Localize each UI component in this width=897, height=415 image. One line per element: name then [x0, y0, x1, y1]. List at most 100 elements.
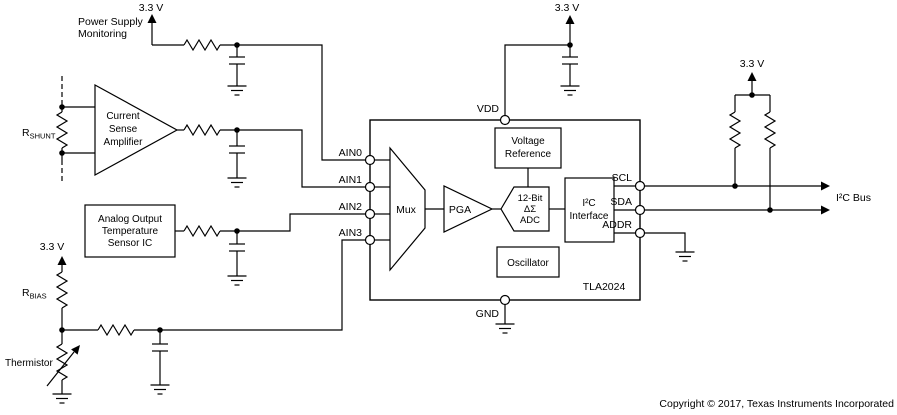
pin-label-ain1: AIN1: [339, 174, 363, 186]
supply-voltage-label: 3.3 V: [40, 241, 65, 253]
resistor-symbol: [763, 111, 777, 149]
supply-top-left: 3.3 V: [139, 2, 164, 45]
adc-label: ADC: [520, 215, 540, 226]
temp-sensor-label: Analog Output: [98, 214, 162, 225]
pin-label-ain2: AIN2: [339, 201, 363, 213]
resistor-symbol: [183, 123, 221, 137]
thermistor-arrowhead-icon: [71, 345, 80, 355]
junction-dot: [732, 183, 738, 189]
rbias-label: RBIAS: [22, 287, 47, 301]
pin-scl: [634, 180, 646, 192]
i2c-interface-box: [564, 177, 615, 243]
bus-arrow-icon: [821, 181, 830, 191]
oscillator-label: Oscillator: [507, 258, 549, 269]
pin-label-addr: ADDR: [602, 219, 632, 231]
addr-ground: [644, 232, 695, 262]
pin-ain2: [364, 208, 376, 220]
supply-bottom-left: 3.3 V: [40, 241, 67, 272]
power-arrow-icon: [147, 14, 157, 23]
pin-gnd: [499, 294, 511, 306]
resistor-symbol: [55, 111, 69, 149]
current-sense-amplifier: Current Sense Amplifier: [94, 83, 179, 177]
capacitor-symbol: [229, 56, 245, 65]
rc-filter-ain1: [177, 123, 366, 188]
thermistor-branch: Thermistor: [5, 330, 80, 404]
pin-label-ain3: AIN3: [339, 227, 363, 239]
i2c-pullups: 3.3 V: [728, 58, 777, 213]
gnd-connection: [495, 304, 515, 334]
amplifier-label: Sense: [109, 124, 138, 135]
rshunt-branch: RSHUNT: [22, 76, 95, 184]
oscillator-box: [496, 246, 560, 278]
pin-label-gnd: GND: [476, 308, 500, 320]
ground-symbol: [675, 251, 695, 262]
main-ic: Mux PGA 12-Bit ΔΣ ADC Voltage Reference …: [339, 103, 646, 320]
thermistor-label: Thermistor: [5, 358, 53, 369]
ground-symbol: [52, 393, 72, 404]
supply-voltage-label: 3.3 V: [139, 2, 164, 14]
capacitor-symbol: [229, 145, 245, 154]
ground-symbol: [227, 177, 247, 188]
pin-ain0: [364, 154, 376, 166]
resistor-symbol: [183, 224, 221, 238]
annotation-line: Monitoring: [78, 28, 127, 40]
pin-vdd: [499, 114, 511, 126]
pin-ain3: [364, 234, 376, 246]
vref-label: Voltage: [511, 136, 545, 147]
mux-symbol: [389, 146, 426, 272]
vref-label: Reference: [505, 149, 552, 160]
amplifier-symbol: [94, 83, 179, 177]
annotation-line: Power Supply: [78, 16, 144, 28]
power-arrow-icon: [747, 72, 757, 81]
part-number-label: TLA2024: [583, 281, 626, 293]
ground-symbol: [150, 384, 170, 395]
amplifier-label: Current: [106, 111, 140, 122]
resistor-symbol: [183, 38, 221, 52]
rshunt-label: RSHUNT: [22, 127, 56, 141]
supply-top-center: 3.3 V: [504, 2, 580, 116]
junction-dot: [749, 92, 755, 98]
temp-sensor-label: Temperature: [102, 226, 159, 237]
i2c-bus-label: I²C Bus: [836, 192, 871, 204]
rc-filter-ain0: [152, 38, 366, 161]
i2c-interface-label: I²C: [582, 198, 595, 209]
junction-dot: [767, 207, 773, 213]
pga-label: PGA: [449, 204, 471, 216]
resistor-symbol: [55, 271, 69, 309]
thermistor-arrow: [46, 351, 75, 387]
pin-ain1: [364, 181, 376, 193]
power-arrow-icon: [57, 256, 67, 265]
amplifier-label: Amplifier: [104, 137, 144, 148]
vref-box: [494, 127, 562, 169]
resistor-symbol: [97, 323, 135, 337]
ground-symbol: [227, 275, 247, 286]
mux-label: Mux: [396, 204, 417, 216]
supply-voltage-label: 3.3 V: [740, 58, 765, 70]
resistor-symbol: [728, 111, 742, 149]
capacitor-symbol: [152, 343, 168, 352]
temp-sensor-label: Sensor IC: [108, 238, 152, 249]
pin-sda: [634, 204, 646, 216]
adc-label: 12-Bit: [518, 193, 543, 204]
copyright-text: Copyright © 2017, Texas Instruments Inco…: [659, 398, 894, 410]
thermistor-symbol: [55, 343, 69, 381]
pin-label-ain0: AIN0: [339, 147, 363, 159]
bus-arrow-icon: [821, 205, 830, 215]
capacitor-symbol: [562, 56, 578, 65]
pga-symbol: [443, 185, 494, 233]
rbias-branch: RBIAS: [22, 271, 69, 333]
pin-label-vdd: VDD: [477, 103, 500, 115]
power-supply-monitoring-label: Power Supply Monitoring: [78, 16, 144, 40]
adc-label: ΔΣ: [524, 204, 536, 215]
i2c-interface-label: Interface: [570, 211, 609, 222]
temp-sensor-block: Analog Output Temperature Sensor IC: [84, 204, 176, 258]
capacitor-symbol: [229, 243, 245, 252]
ground-symbol: [227, 85, 247, 96]
power-arrow-icon: [565, 15, 575, 24]
rc-filter-ain3: [62, 239, 366, 395]
pin-addr: [634, 227, 646, 239]
ground-symbol: [495, 323, 515, 334]
pin-label-sda: SDA: [610, 196, 632, 208]
